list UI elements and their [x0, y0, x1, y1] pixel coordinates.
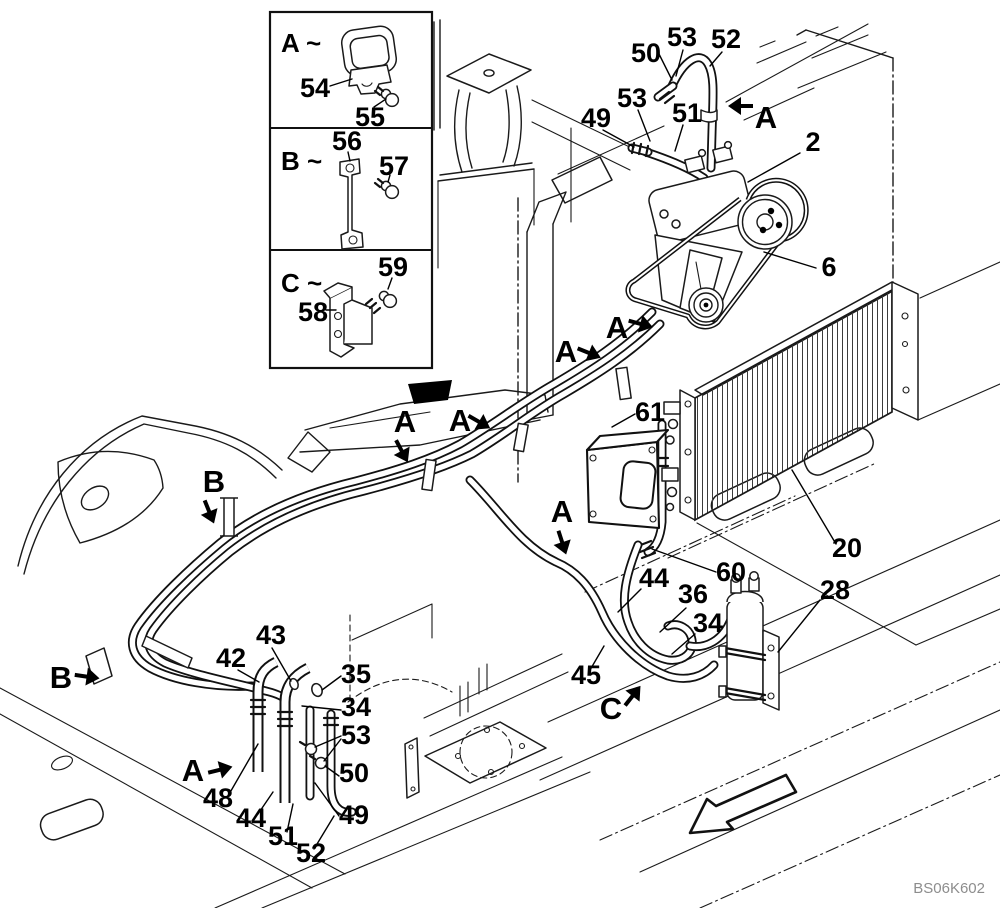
- callout-44-bottom: 44: [236, 803, 266, 833]
- callout-43: 43: [256, 620, 286, 650]
- callout-59: 59: [378, 252, 408, 282]
- view-letter-c: C: [600, 691, 622, 726]
- callout-49-bottom: 49: [339, 800, 369, 830]
- callout-leader-lines: [227, 49, 837, 850]
- inset-panel-b-title: B ~: [281, 146, 322, 176]
- callout-numbers: 50 53 52 53 49 51 2 6 20 61 60 44 36 34 …: [203, 22, 862, 868]
- callout-35: 35: [341, 659, 371, 689]
- machine-front-arrow: [688, 773, 798, 835]
- callout-20: 20: [832, 533, 862, 563]
- view-letter-b-2: B: [50, 660, 72, 695]
- view-letter-b-1: B: [203, 464, 225, 499]
- arrow-c-up-icon: [618, 680, 648, 712]
- callout-44-right: 44: [639, 563, 669, 593]
- machine-frame-lines: [0, 19, 1000, 908]
- view-direction-arrows: A A A A A A A B B C: [50, 97, 777, 788]
- front-direction-arrow-icon: [688, 773, 798, 835]
- compressor-drawing: [625, 140, 809, 330]
- receiver-drier-drawing: [718, 571, 780, 711]
- view-letter-a-3: A: [555, 334, 577, 369]
- inset-panel-a-title: A ~: [281, 28, 321, 58]
- callout-36: 36: [678, 579, 708, 609]
- callout-34-right: 34: [693, 608, 723, 638]
- condenser-drawing: [636, 281, 919, 560]
- callout-58: 58: [298, 297, 328, 327]
- callout-51-top: 51: [672, 98, 702, 128]
- callout-53-bottom: 53: [341, 720, 371, 750]
- view-letter-a-4: A: [394, 404, 416, 439]
- arrow-a-left-icon: [728, 97, 753, 115]
- callout-55: 55: [355, 102, 385, 132]
- figure-code: BS06K602: [913, 880, 985, 897]
- callout-50-top: 50: [631, 38, 661, 68]
- loop-clamp-part-drawing: [340, 25, 400, 108]
- callout-2: 2: [805, 127, 820, 157]
- callout-34-bottom: 34: [341, 692, 371, 722]
- callout-60: 60: [716, 557, 746, 587]
- callout-57: 57: [379, 151, 409, 181]
- view-letter-a-1: A: [755, 100, 777, 135]
- callout-28: 28: [820, 575, 850, 605]
- arrow-a-right-icon-4: [206, 757, 235, 782]
- callout-45: 45: [571, 660, 601, 690]
- callout-6: 6: [821, 252, 836, 282]
- inset-panel-c-title: C ~: [281, 268, 322, 298]
- view-letter-a-5: A: [449, 403, 471, 438]
- callout-56: 56: [332, 126, 362, 156]
- view-letter-a-7: A: [182, 753, 204, 788]
- view-letter-a-2: A: [606, 310, 628, 345]
- callout-54: 54: [300, 73, 330, 103]
- callout-48: 48: [203, 783, 233, 813]
- callout-52-top: 52: [711, 24, 741, 54]
- refrigerant-hoses: [127, 53, 741, 703]
- callout-53-top-1: 53: [667, 22, 697, 52]
- bulkhead-fittings-cluster: [249, 657, 357, 817]
- detail-inset-box: A ~ B ~ C ~ 54 55 56 57: [268, 10, 434, 370]
- callout-51-bottom: 51: [268, 821, 298, 851]
- strap-bracket-part-drawing: [339, 158, 400, 250]
- angle-bracket-part-drawing: [323, 282, 398, 358]
- callout-52-bottom: 52: [296, 838, 326, 868]
- callout-53-top-2: 53: [617, 83, 647, 113]
- callout-42: 42: [216, 643, 246, 673]
- callout-61: 61: [635, 397, 665, 427]
- callout-50-bottom: 50: [339, 758, 369, 788]
- callout-49-top: 49: [581, 103, 611, 133]
- evaporator-box-drawing: [585, 428, 670, 530]
- hose-clamps: [85, 109, 718, 685]
- view-letter-a-6: A: [551, 494, 573, 529]
- arrow-b-down-icon: [196, 497, 223, 527]
- arrow-a-down-icon-2: [549, 528, 575, 558]
